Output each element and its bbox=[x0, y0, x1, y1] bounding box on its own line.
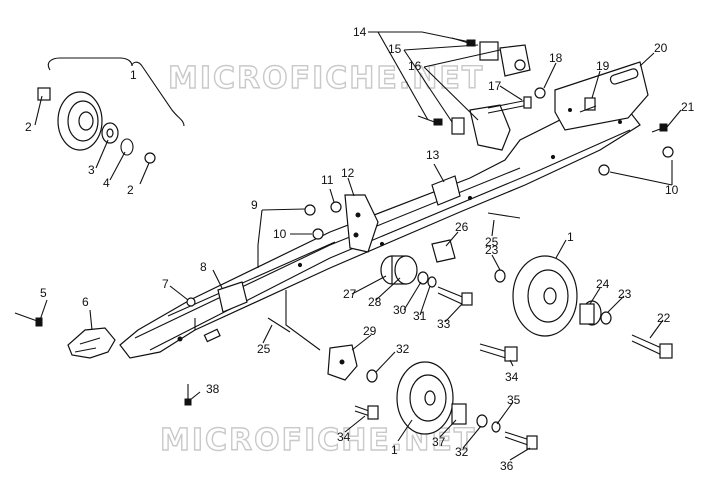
slider-13 bbox=[431, 175, 461, 206]
callout-25: 25 bbox=[257, 342, 271, 356]
callout-5: 5 bbox=[40, 286, 47, 300]
bolt-34-mid bbox=[479, 343, 518, 362]
callout-3: 3 bbox=[88, 163, 95, 177]
nut-11 bbox=[330, 201, 342, 213]
callout-27: 27 bbox=[343, 287, 357, 301]
callout-1: 1 bbox=[391, 443, 398, 457]
callout-10: 10 bbox=[665, 183, 679, 197]
callout-2: 2 bbox=[127, 183, 134, 197]
washer-32-a bbox=[366, 369, 378, 383]
pin-25-b bbox=[267, 317, 291, 333]
callout-7: 7 bbox=[162, 277, 169, 291]
callout-12: 12 bbox=[341, 166, 355, 180]
callout-30: 30 bbox=[393, 303, 407, 317]
idler-wheel-bottom bbox=[396, 361, 501, 435]
callout-14: 14 bbox=[353, 25, 367, 39]
nut-10-left bbox=[312, 228, 324, 240]
callout-13: 13 bbox=[426, 148, 440, 162]
callout-37: 37 bbox=[432, 435, 446, 449]
callout-19: 19 bbox=[596, 59, 610, 73]
callout-22: 22 bbox=[657, 311, 671, 325]
upper-mount bbox=[451, 41, 531, 151]
callout-34: 34 bbox=[337, 430, 351, 444]
callout-25: 25 bbox=[485, 235, 499, 249]
bolt-36 bbox=[504, 431, 538, 450]
callout-24: 24 bbox=[596, 277, 610, 291]
leader-lines bbox=[34, 31, 682, 461]
slider-8 bbox=[217, 281, 248, 313]
rear-bracket-plate bbox=[554, 61, 649, 131]
callout-20: 20 bbox=[654, 41, 668, 55]
callout-1: 1 bbox=[130, 68, 137, 82]
idler-wheel-assembly-top bbox=[37, 57, 185, 164]
callout-35: 35 bbox=[507, 393, 521, 407]
nut-7 bbox=[186, 297, 196, 307]
callout-23: 23 bbox=[618, 287, 632, 301]
callout-23: 23 bbox=[485, 243, 499, 257]
pin-25-a bbox=[487, 212, 521, 219]
callout-1: 1 bbox=[567, 230, 574, 244]
callout-32: 32 bbox=[396, 342, 410, 356]
callout-36: 36 bbox=[500, 459, 514, 473]
screw-21-head bbox=[659, 123, 668, 132]
callout-17: 17 bbox=[488, 79, 502, 93]
nut-9 bbox=[304, 204, 316, 216]
callout-21: 21 bbox=[681, 100, 695, 114]
callout-11: 11 bbox=[321, 173, 334, 187]
screw-5 bbox=[14, 312, 43, 327]
callout-34: 34 bbox=[505, 370, 519, 384]
callout-29: 29 bbox=[363, 324, 377, 338]
bolt-34-lower bbox=[354, 405, 379, 420]
nut-10-b bbox=[598, 164, 610, 176]
callout-26: 26 bbox=[455, 220, 469, 234]
watermark-top: MICROFICHE.NET bbox=[168, 61, 484, 96]
center-spacer-stack bbox=[380, 239, 473, 306]
callout-16: 16 bbox=[408, 59, 422, 73]
callout-28: 28 bbox=[368, 295, 382, 309]
callout-9: 9 bbox=[251, 198, 258, 212]
rail-tip bbox=[67, 327, 116, 359]
bolt-17 bbox=[487, 87, 546, 114]
idler-wheel-right bbox=[494, 255, 612, 337]
callout-8: 8 bbox=[200, 260, 207, 274]
nut-10-a bbox=[662, 146, 674, 158]
callout-31: 31 bbox=[413, 309, 427, 323]
bolt-22 bbox=[631, 334, 673, 359]
callout-18: 18 bbox=[549, 51, 563, 65]
callout-2: 2 bbox=[25, 120, 32, 134]
callout-15: 15 bbox=[388, 42, 402, 56]
callout-38: 38 bbox=[206, 382, 220, 396]
bracket-29 bbox=[327, 344, 358, 381]
callout-33: 33 bbox=[437, 317, 451, 331]
callout-32: 32 bbox=[455, 445, 469, 459]
clip-19 bbox=[579, 97, 597, 113]
pin-38 bbox=[184, 384, 192, 406]
bracket-12 bbox=[344, 194, 379, 253]
callout-labels: 1 2 3 4 2 5 6 7 8 9 10 11 12 13 14 15 16… bbox=[25, 25, 695, 473]
callout-4: 4 bbox=[103, 176, 110, 190]
callout-6: 6 bbox=[82, 295, 89, 309]
callout-10: 10 bbox=[273, 227, 287, 241]
